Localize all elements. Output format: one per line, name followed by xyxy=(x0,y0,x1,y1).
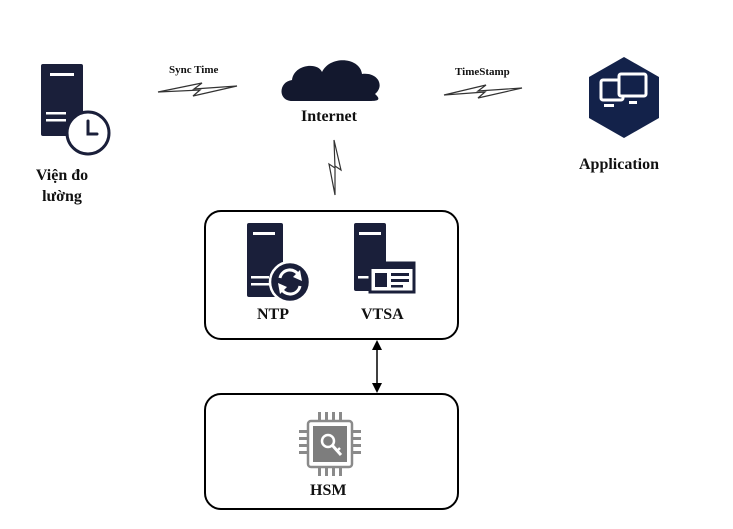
hsm-label: HSM xyxy=(310,482,347,499)
timestamp-label: TimeStamp xyxy=(455,66,510,78)
cloud-icon xyxy=(281,60,380,101)
ntp-label: NTP xyxy=(257,306,289,323)
timestamp-lightning-link-icon xyxy=(443,84,523,99)
vien-do-luong-label-line1: Viện đo xyxy=(35,167,89,184)
vtsa-label: VTSA xyxy=(361,306,404,323)
application-label: Application xyxy=(579,156,660,173)
double-arrow-icon xyxy=(372,340,382,393)
monitors-hexagon-icon xyxy=(589,57,659,138)
sync-time-lightning-link-icon xyxy=(157,82,238,97)
vien-do-luong-label-line2: lường xyxy=(42,188,82,205)
sync-time-label: Sync Time xyxy=(169,64,219,76)
server-clock-icon xyxy=(41,64,111,156)
chip-key-icon xyxy=(299,412,361,476)
server-group-box xyxy=(204,210,459,340)
server-window-icon xyxy=(354,223,416,294)
internet-server-lightning-link-icon xyxy=(328,139,342,196)
internet-label: Internet xyxy=(301,108,357,125)
server-sync-icon xyxy=(247,223,312,304)
